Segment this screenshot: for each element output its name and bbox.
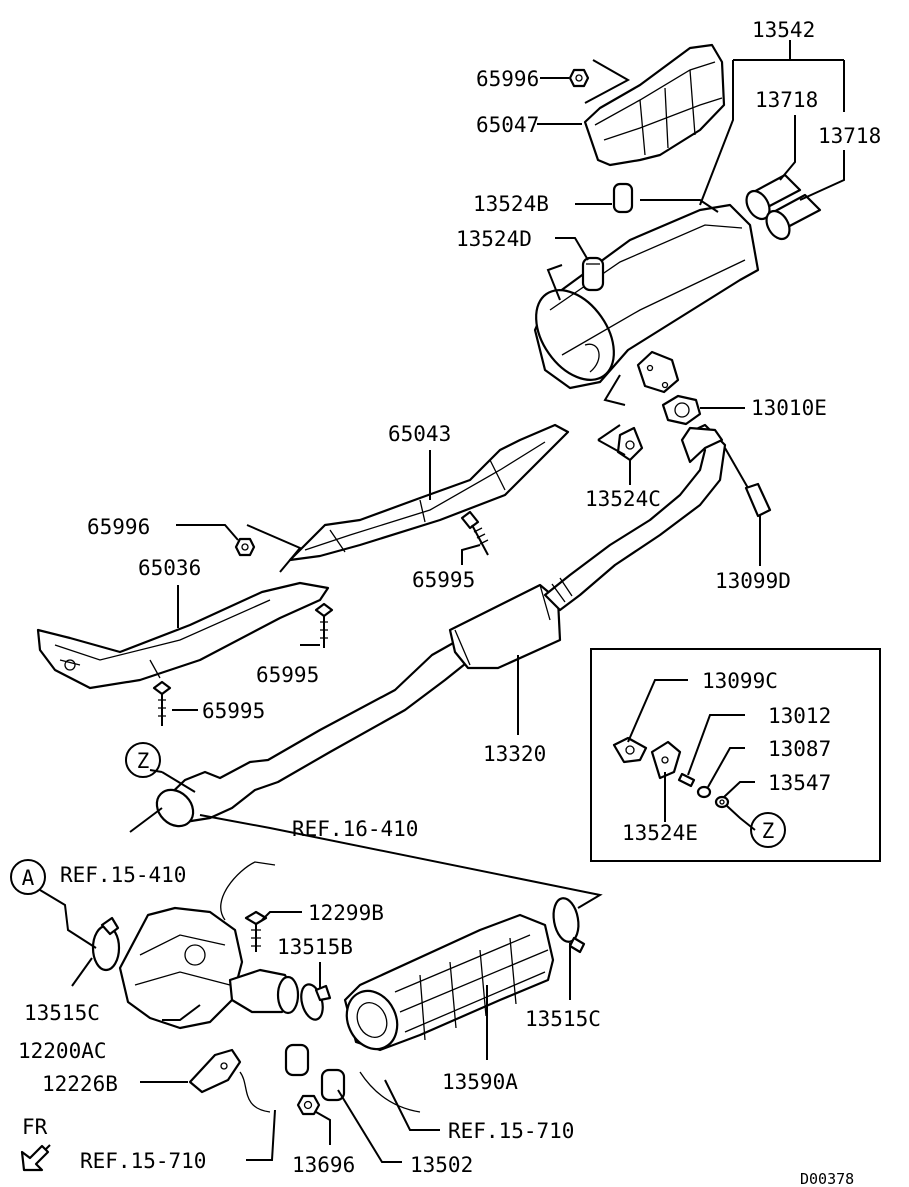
marker-z-main: Z bbox=[125, 742, 161, 778]
label-13087: 13087 bbox=[768, 737, 831, 761]
leader-bracket-65047 bbox=[584, 59, 631, 104]
leader-bracket-13524C bbox=[597, 424, 626, 456]
washer-13547 bbox=[714, 795, 730, 809]
tail-pipe-cutters-13718 bbox=[745, 173, 822, 241]
label-13547: 13547 bbox=[768, 771, 831, 795]
clamp-13515B bbox=[300, 983, 332, 1021]
label-13099C: 13099C bbox=[702, 669, 778, 693]
clamp-13515C-right bbox=[552, 897, 586, 954]
gasket-13010E bbox=[661, 394, 702, 426]
label-13010E: 13010E bbox=[751, 396, 827, 420]
svg-text:Z: Z bbox=[137, 749, 150, 773]
label-13515B: 13515B bbox=[277, 935, 353, 959]
label-13696: 13696 bbox=[292, 1153, 355, 1177]
label-ref-15-710-left: REF.15-710 bbox=[80, 1149, 206, 1173]
leader-lines bbox=[39, 40, 845, 1163]
hanger-13524C bbox=[616, 426, 644, 462]
heat-protector-65047 bbox=[583, 43, 726, 167]
bolt-12299B bbox=[244, 910, 268, 952]
label-13590A: 13590A bbox=[442, 1070, 518, 1094]
marker-z-inset: Z bbox=[750, 812, 786, 848]
marker-a: A bbox=[10, 859, 46, 895]
label-13099D: 13099D bbox=[715, 569, 791, 593]
label-65996-top: 65996 bbox=[476, 67, 539, 91]
label-65995-c: 65995 bbox=[202, 699, 265, 723]
leader-bracket-65043 bbox=[246, 524, 302, 573]
diesel-particulate-filter-13590A bbox=[343, 913, 555, 1052]
label-65036: 65036 bbox=[138, 556, 201, 580]
label-13718-a: 13718 bbox=[755, 88, 818, 112]
label-13515C-left: 13515C bbox=[24, 1001, 100, 1025]
bracket-13524E bbox=[650, 740, 682, 780]
oxygen-sensor-13099C bbox=[612, 736, 648, 764]
label-13524D: 13524D bbox=[456, 227, 532, 251]
label-65047: 65047 bbox=[476, 113, 539, 137]
label-diagram-code: D00378 bbox=[800, 1170, 854, 1187]
label-ref-16-410: REF.16-410 bbox=[292, 817, 418, 841]
label-13502: 13502 bbox=[410, 1153, 473, 1177]
nut-65996-top bbox=[568, 68, 590, 88]
label-ref-15-710-right: REF.15-710 bbox=[448, 1119, 574, 1143]
label-13524B: 13524B bbox=[473, 192, 549, 216]
front-pipe-13320 bbox=[155, 423, 727, 828]
label-13515C-right: 13515C bbox=[525, 1007, 601, 1031]
label-65995-a: 65995 bbox=[412, 568, 475, 592]
label-13524E: 13524E bbox=[622, 821, 698, 845]
label-13542: 13542 bbox=[752, 18, 815, 42]
bracket-12226B bbox=[188, 1048, 242, 1094]
label-65995-b: 65995 bbox=[256, 663, 319, 687]
label-12299B: 12299B bbox=[308, 901, 384, 925]
label-12226B: 12226B bbox=[42, 1072, 118, 1096]
heat-cover-12200AC bbox=[118, 906, 300, 1030]
svg-text:A: A bbox=[22, 866, 35, 890]
leader-bracket-z bbox=[129, 807, 603, 909]
rubber-hanger-13524D bbox=[581, 256, 605, 292]
washer-13087 bbox=[696, 785, 712, 799]
label-65996-mid: 65996 bbox=[87, 515, 150, 539]
ref-line-16-410 bbox=[220, 861, 276, 921]
arrow-down-left-icon bbox=[20, 1144, 51, 1172]
nut-13696 bbox=[296, 1094, 321, 1116]
ref-line-15-710-right bbox=[359, 1071, 421, 1113]
bolt-65995-b bbox=[314, 602, 334, 648]
svg-text:Z: Z bbox=[762, 819, 775, 843]
detail-inset-box bbox=[590, 648, 881, 862]
clamp-13515C-left bbox=[91, 916, 121, 972]
oxygen-sensor-13099D bbox=[724, 447, 772, 518]
label-13524C: 13524C bbox=[585, 487, 661, 511]
nut-65996-mid bbox=[234, 537, 256, 557]
hanger-13502 bbox=[284, 1043, 346, 1102]
label-13320: 13320 bbox=[483, 742, 546, 766]
heat-protector-65036 bbox=[36, 581, 330, 690]
heat-protector-65043 bbox=[288, 423, 570, 562]
label-13718-b: 13718 bbox=[818, 124, 881, 148]
rubber-hanger-13524B bbox=[612, 182, 634, 214]
pin-13012 bbox=[677, 772, 696, 788]
label-65043: 65043 bbox=[388, 422, 451, 446]
label-13012: 13012 bbox=[768, 704, 831, 728]
main-muffler-13542 bbox=[533, 199, 760, 406]
bolt-65995-a bbox=[460, 510, 489, 556]
label-12200AC: 12200AC bbox=[18, 1039, 107, 1063]
bolt-65995-c bbox=[152, 680, 172, 726]
label-ref-15-410: REF.15-410 bbox=[60, 863, 186, 887]
ref-line-15-710-left bbox=[239, 1071, 271, 1113]
label-fr: FR bbox=[22, 1115, 48, 1139]
